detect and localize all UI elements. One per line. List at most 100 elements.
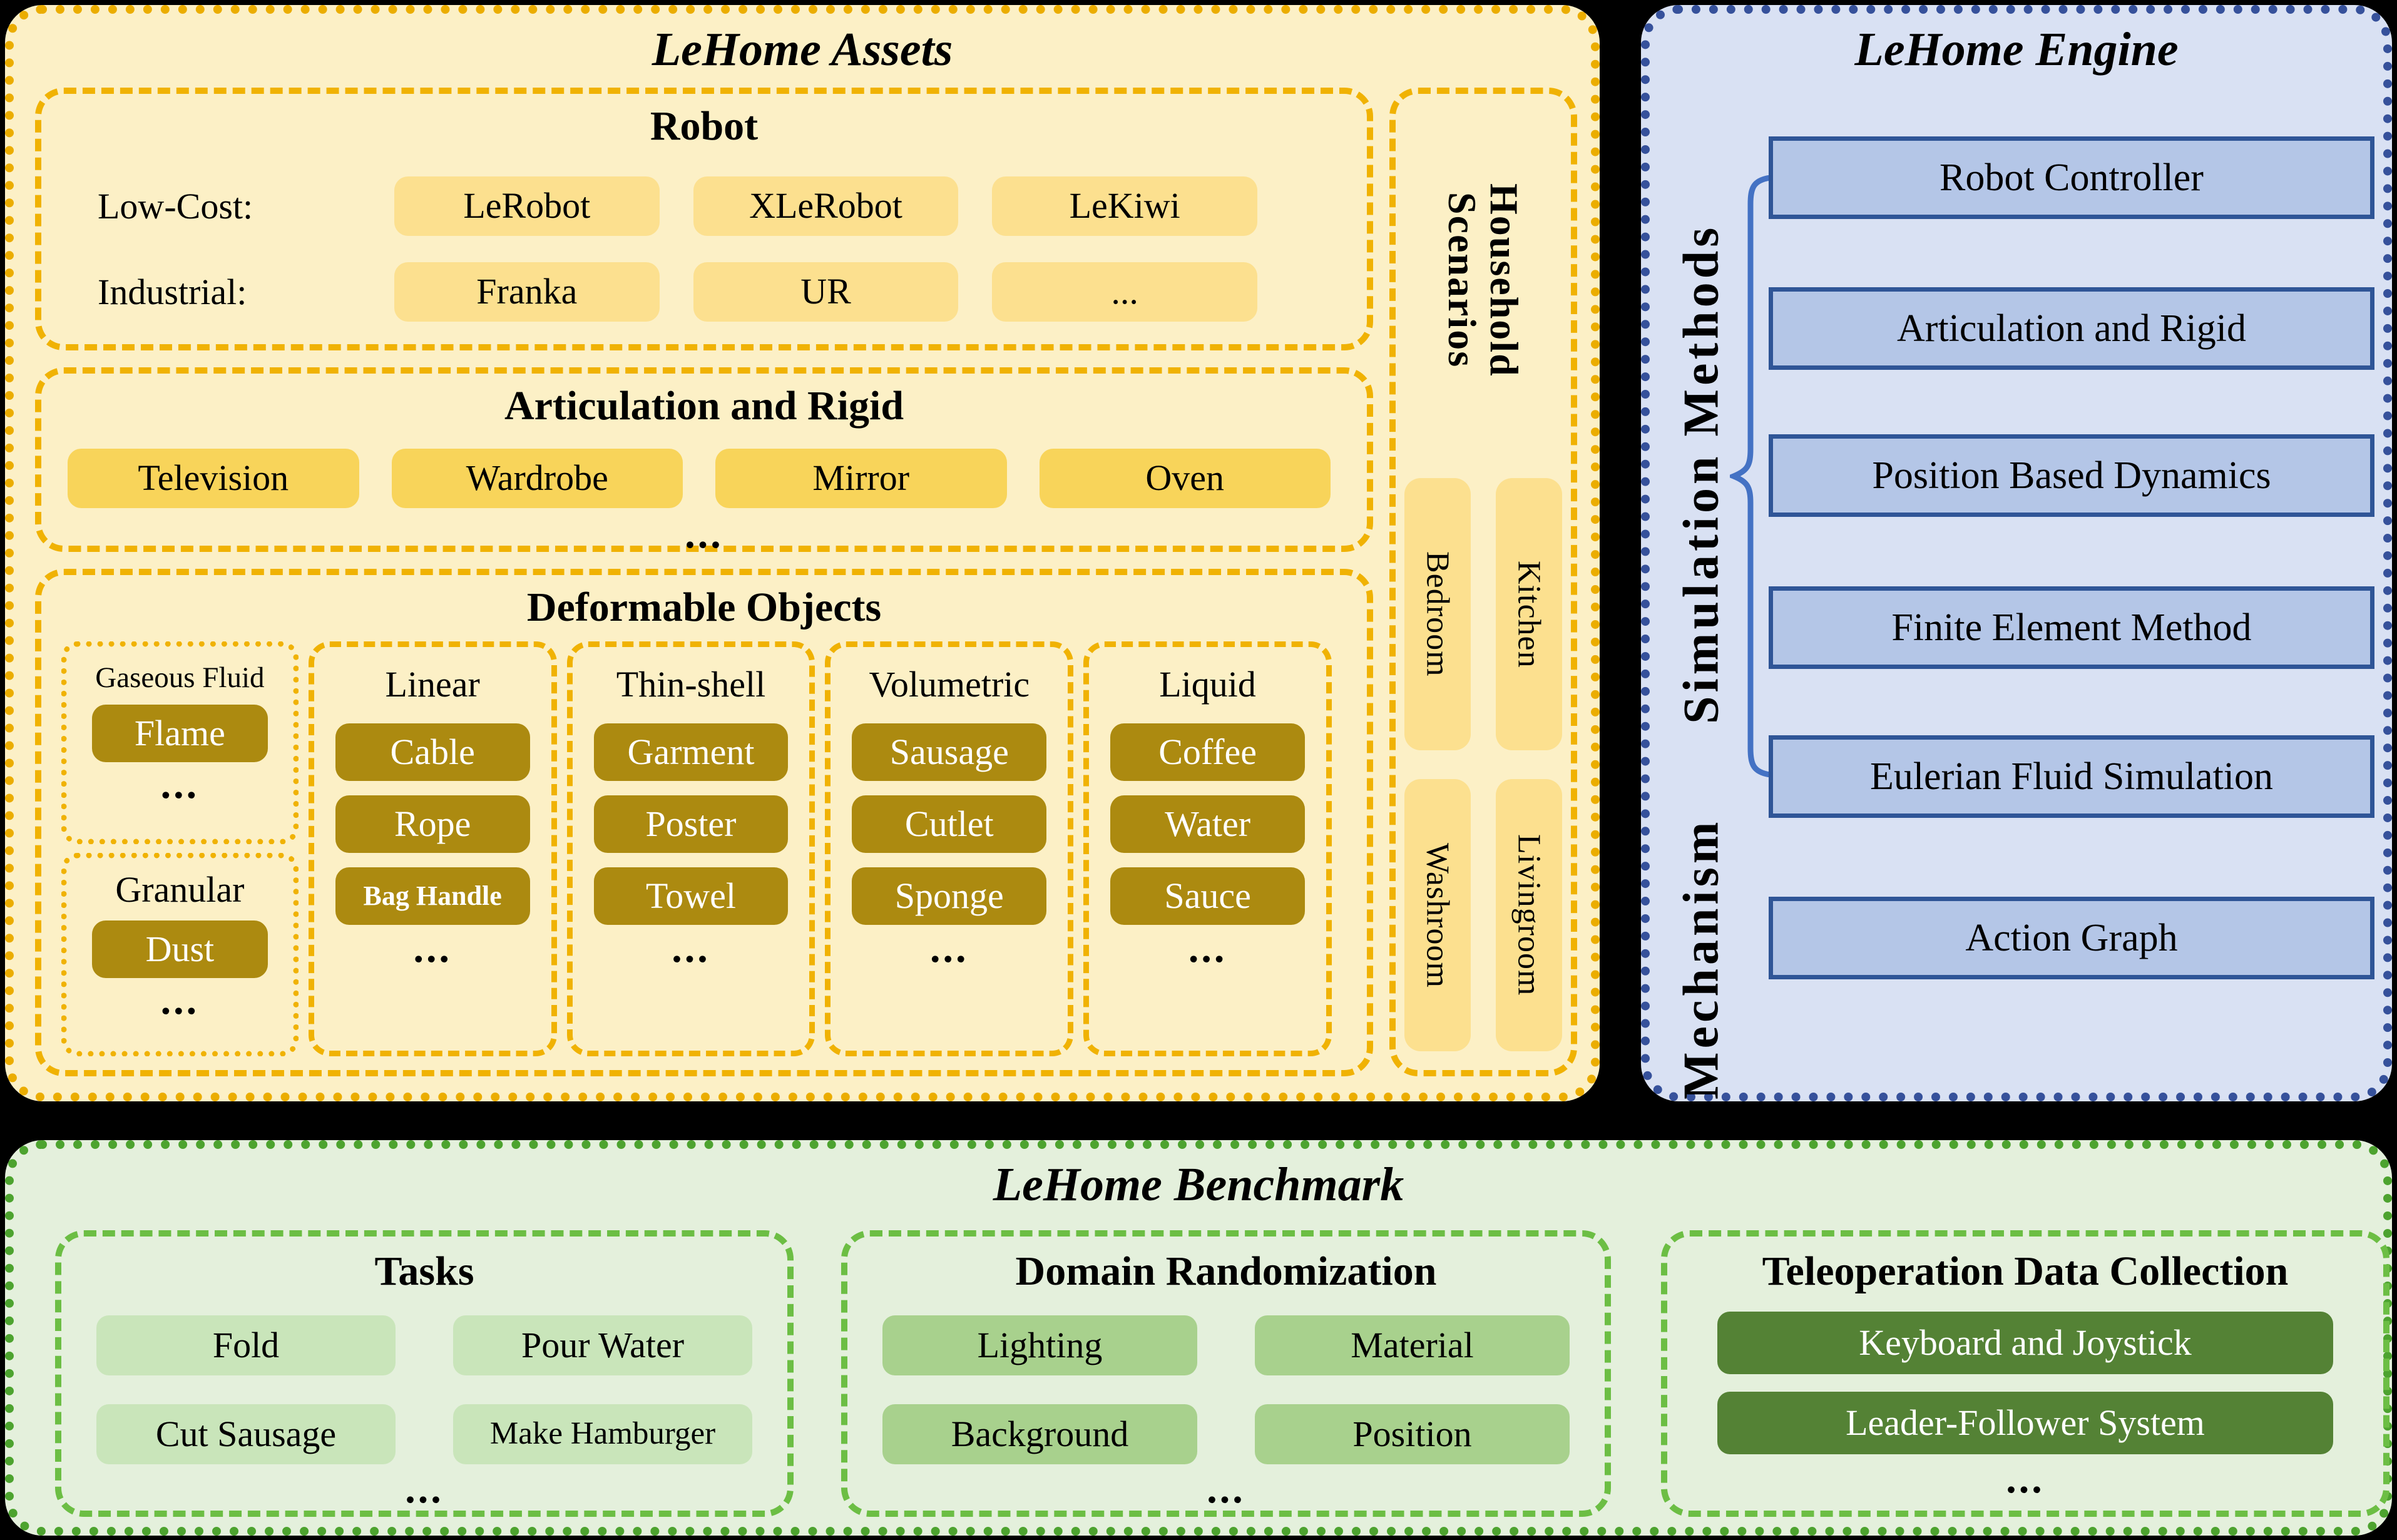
deformable-section: Deformable Objects Gaseous Fluid Flame .… — [35, 569, 1373, 1076]
household-scenarios-title: Household Scenarios — [1440, 111, 1527, 449]
deformable-item-water: Water — [1110, 795, 1305, 853]
tasks-title: Tasks — [374, 1248, 474, 1294]
gaseous-fluid-box: Gaseous Fluid Flame ... — [61, 641, 299, 845]
liquid-ellipsis: ... — [1188, 925, 1227, 971]
deformable-item-sponge: Sponge — [852, 867, 1047, 925]
panel-lehome-benchmark: LeHome Benchmark Tasks Fold Pour Water C… — [5, 1140, 2392, 1536]
benchmark-title: LeHome Benchmark — [993, 1158, 1404, 1211]
tasks-ellipsis: ... — [405, 1466, 444, 1512]
assets-title: LeHome Assets — [652, 23, 953, 76]
gaseous-ellipsis: ... — [160, 761, 200, 807]
teleoperation-ellipsis: ... — [2006, 1456, 2045, 1502]
teleoperation-grid: Keyboard and Joystick Leader-Follower Sy… — [1667, 1295, 2383, 1454]
robot-item-xlerobot: XLeRobot — [693, 176, 959, 236]
deformable-item-towel: Towel — [593, 867, 789, 925]
articulation-section: Articulation and Rigid Television Wardro… — [35, 367, 1373, 557]
assets-main-column: Robot Low-Cost: LeRobot XLeRobot LeKiwi … — [35, 88, 1373, 1076]
granular-header: Granular — [115, 869, 245, 910]
deformable-item-rope: Rope — [335, 795, 530, 853]
domain-item-material: Material — [1255, 1315, 1570, 1375]
household-rooms-grid: Bedroom Kitchen Washroom Livingroom — [1404, 478, 1562, 1051]
deformable-item-flame: Flame — [91, 704, 268, 762]
deformable-item-coffee: Coffee — [1110, 723, 1305, 781]
task-item-make-hamburger: Make Hamburger — [453, 1404, 752, 1464]
assets-body: Robot Low-Cost: LeRobot XLeRobot LeKiwi … — [35, 88, 1577, 1076]
room-washroom: Washroom — [1404, 779, 1471, 1051]
domain-item-lighting: Lighting — [882, 1315, 1197, 1375]
articulation-item-oven: Oven — [1039, 448, 1331, 508]
articulation-ellipsis: ... — [685, 511, 723, 557]
liquid-header: Liquid — [1159, 663, 1256, 705]
thin-shell-ellipsis: ... — [672, 925, 710, 971]
engine-box-robot-controller: Robot Controller — [1769, 136, 2374, 219]
robot-row-industrial: Industrial: Franka UR ... — [41, 262, 1367, 322]
tasks-section: Tasks Fold Pour Water Cut Sausage Make H… — [55, 1230, 794, 1517]
volumetric-header: Volumetric — [869, 663, 1030, 705]
robot-item-more: ... — [992, 262, 1257, 322]
teleoperation-title: Teleoperation Data Collection — [1762, 1248, 2289, 1294]
task-item-pour-water: Pour Water — [453, 1315, 752, 1375]
linear-ellipsis: ... — [413, 925, 452, 971]
thin-shell-header: Thin-shell — [616, 663, 766, 705]
engine-box-action-graph: Action Graph — [1769, 897, 2374, 979]
robot-item-ur: UR — [693, 262, 959, 322]
deformable-column-fluid-granular: Gaseous Fluid Flame ... Granular Dust ..… — [61, 641, 299, 1057]
domain-ellipsis: ... — [1207, 1466, 1245, 1512]
granular-box: Granular Dust ... — [61, 853, 299, 1057]
deformable-section-title: Deformable Objects — [526, 584, 882, 630]
articulation-item-television: Television — [68, 448, 359, 508]
engine-title: LeHome Engine — [1854, 23, 2179, 76]
teleop-item-leader-follower: Leader-Follower System — [1717, 1391, 2333, 1454]
gaseous-fluid-header: Gaseous Fluid — [95, 661, 265, 694]
granular-ellipsis: ... — [160, 977, 200, 1024]
room-kitchen: Kitchen — [1496, 478, 1562, 750]
deformable-item-cable: Cable — [335, 723, 530, 781]
teleoperation-section: Teleoperation Data Collection Keyboard a… — [1661, 1230, 2389, 1517]
household-title-line1: Household — [1482, 183, 1527, 377]
articulation-item-wardrobe: Wardrobe — [391, 448, 683, 508]
deformable-columns: Gaseous Fluid Flame ... Granular Dust ..… — [41, 631, 1367, 1070]
engine-box-finite-element-method: Finite Element Method — [1769, 586, 2374, 669]
industrial-label: Industrial: — [98, 271, 247, 312]
robot-item-lerobot: LeRobot — [394, 176, 660, 236]
robot-item-franka: Franka — [394, 262, 660, 322]
room-bedroom: Bedroom — [1404, 478, 1471, 750]
deformable-item-poster: Poster — [593, 795, 789, 853]
domain-randomization-section: Domain Randomization Lighting Material B… — [841, 1230, 1611, 1517]
engine-box-eulerian-fluid-simulation: Eulerian Fluid Simulation — [1769, 735, 2374, 818]
robot-row-lowcost: Low-Cost: LeRobot XLeRobot LeKiwi — [41, 176, 1367, 236]
mechanism-label: Mechanism — [1674, 818, 1729, 1099]
deformable-column-linear: Linear Cable Rope Bag Handle ... — [308, 641, 557, 1056]
deformable-item-cutlet: Cutlet — [852, 795, 1047, 853]
robot-section: Robot Low-Cost: LeRobot XLeRobot LeKiwi … — [35, 88, 1373, 350]
robot-section-title: Robot — [650, 103, 759, 149]
household-title-line2: Scenarios — [1440, 192, 1485, 369]
robot-item-lekiwi: LeKiwi — [992, 176, 1257, 236]
articulation-row: Television Wardrobe Mirror Oven — [41, 448, 1367, 508]
linear-header: Linear — [385, 663, 480, 705]
task-item-fold: Fold — [96, 1315, 396, 1375]
deformable-item-dust: Dust — [91, 920, 268, 979]
deformable-column-volumetric: Volumetric Sausage Cutlet Sponge ... — [825, 641, 1074, 1056]
deformable-column-liquid: Liquid Coffee Water Sauce ... — [1083, 641, 1332, 1056]
domain-item-position: Position — [1255, 1404, 1570, 1464]
domain-item-background: Background — [882, 1404, 1197, 1464]
deformable-item-garment: Garment — [593, 723, 789, 781]
task-item-cut-sausage: Cut Sausage — [96, 1404, 396, 1464]
room-livingroom: Livingroom — [1496, 779, 1562, 1051]
tasks-grid: Fold Pour Water Cut Sausage Make Hamburg… — [61, 1295, 787, 1464]
articulation-section-title: Articulation and Rigid — [504, 383, 904, 429]
domain-randomization-grid: Lighting Material Background Position — [847, 1295, 1605, 1464]
engine-box-position-based-dynamics: Position Based Dynamics — [1769, 434, 2374, 517]
lowcost-label: Low-Cost: — [98, 185, 253, 227]
engine-box-articulation-rigid: Articulation and Rigid — [1769, 287, 2374, 370]
deformable-item-sauce: Sauce — [1110, 867, 1305, 925]
articulation-item-mirror: Mirror — [715, 448, 1007, 508]
deformable-item-sausage: Sausage — [852, 723, 1047, 781]
simulation-methods-label: Simulation Methods — [1674, 223, 1729, 724]
simulation-methods-brace — [1730, 175, 1771, 777]
panel-lehome-engine: LeHome Engine Simulation Methods Mechani… — [1641, 5, 2392, 1101]
teleop-item-keyboard-joystick: Keyboard and Joystick — [1717, 1311, 2333, 1374]
volumetric-ellipsis: ... — [930, 925, 969, 971]
